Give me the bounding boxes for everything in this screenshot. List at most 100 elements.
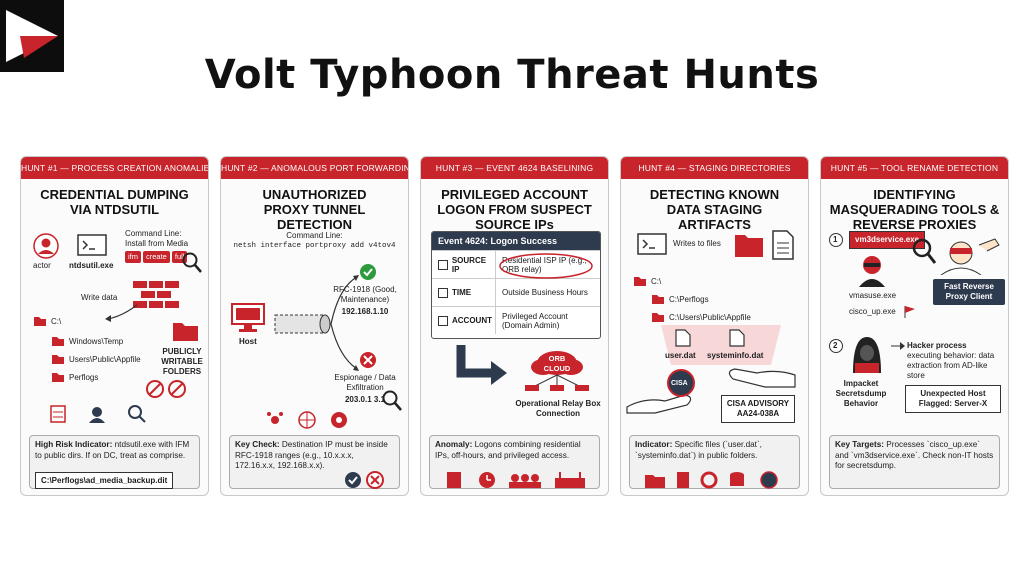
giving-hand-icon <box>728 368 796 388</box>
indicator-label: Indicator: <box>635 440 673 449</box>
magnifier-icon <box>912 238 937 264</box>
indicator-label: High Risk Indicator: <box>35 440 113 449</box>
hunt-2-header: HUNT #2 — ANOMALOUS PORT FORWARDING <box>221 157 408 179</box>
relay-label: Operational Relay Box Connection <box>515 399 601 418</box>
check-circle-icon <box>360 264 376 280</box>
orb-cloud-label: ORB CLOUD <box>543 354 571 373</box>
row-key: SOURCE IP <box>451 255 487 274</box>
cisa-badge: CISA <box>671 380 688 387</box>
hunt-2-panel: HUNT #2 — ANOMALOUS PORT FORWARDING UNAU… <box>220 156 409 496</box>
step-1-badge <box>829 233 843 247</box>
hunt-1-panel: HUNT #1 — PROCESS CREATION ANOMALIES CRE… <box>20 156 209 496</box>
hunt-1-header: HUNT #1 — PROCESS CREATION ANOMALIES <box>21 157 208 179</box>
cisa-advisory: CISA ADVISORY AA24-038A <box>721 395 795 423</box>
drive-folder-icon <box>634 277 646 286</box>
folder-3: Perflogs <box>69 373 99 382</box>
row-key: ACCOUNT <box>452 316 492 325</box>
step-2-number: 2 <box>833 341 838 350</box>
exe-2: cisco_up.exe <box>849 307 896 316</box>
hunt-2-keycheck: Key Check: Destination IP must be inside… <box>229 435 400 489</box>
tag-create: create <box>143 251 170 263</box>
actor-label: actor <box>33 261 51 270</box>
hunt-1-title: CREDENTIAL DUMPING VIA NTDSUTIL <box>40 187 189 217</box>
event-row: SOURCE IP Residential ISP IP (e.g., ORB … <box>432 250 600 279</box>
file-user-dat: user.dat <box>665 351 696 360</box>
highlight-ellipse-icon <box>499 252 593 279</box>
event-title: Event 4624: Logon Success <box>432 232 600 250</box>
host-label: Host <box>239 337 257 346</box>
monitor-icon <box>231 303 265 332</box>
anomaly-text: Logons combining residential IPs, off-ho… <box>435 440 581 460</box>
anomaly-label: Anomaly: <box>435 440 473 449</box>
hunt-4-header: HUNT #4 — STAGING DIRECTORIES <box>621 157 808 179</box>
terminal-icon <box>637 233 667 255</box>
brick-wall-icon <box>133 281 179 308</box>
folder-file-icon <box>735 230 794 260</box>
hunt-5-title: IDENTIFYING MASQUERADING TOOLS & REVERSE… <box>829 187 1000 232</box>
hunt-5-panel: HUNT #5 — TOOL RENAME DETECTION IDENTIFY… <box>820 156 1009 496</box>
brand-logo <box>0 0 64 72</box>
step-1-number: 1 <box>833 235 838 244</box>
actor-icon <box>33 233 59 259</box>
event-row: TIME Outside Business Hours <box>432 278 600 306</box>
folder-icon <box>652 295 664 304</box>
hooded-hacker-icon <box>853 337 881 373</box>
exe-1: vmasuse.exe <box>849 291 897 300</box>
unexpected-host-badge: Unexpected Host Flagged: Server-X <box>905 385 1001 413</box>
indicator-text: Specific files (`user.dat`, `systeminfo.… <box>635 440 762 460</box>
file-icon <box>729 329 745 347</box>
reverse-proxy-label: Fast Reverse Proxy Client <box>933 279 1005 305</box>
highlight-glow <box>661 325 781 365</box>
row-key: TIME <box>452 288 472 297</box>
flow-arrow-icon <box>456 345 507 385</box>
folder-icon <box>52 355 64 364</box>
hunt-2-title: UNAUTHORIZED PROXY TUNNEL DETECTION <box>262 187 367 232</box>
checkbox-icon <box>438 315 448 326</box>
hunt-3-title: PRIVILEGED ACCOUNT LOGON FROM SUSPECT SO… <box>437 187 592 232</box>
folder-icon <box>652 313 664 322</box>
magnifier-icon <box>382 390 402 411</box>
indicator-text: ntdsutil.exe with IFM to public dirs. If… <box>35 440 190 460</box>
hacker-label: Hacker process <box>907 341 967 350</box>
status-icons-row <box>447 472 585 488</box>
folder-2: Users\Public\Appfile <box>69 355 141 364</box>
public-folders-label: PUBLICLY WRITABLE FOLDERS <box>161 347 203 376</box>
dit-path: C:\Perflogs\ad_media_backup.dit <box>35 472 174 489</box>
folder-1: C:\Perflogs <box>669 295 709 304</box>
good-label: RFC-1918 (Good, Maintenance) <box>333 285 397 304</box>
bad-label: Espionage / Data Exfiltration <box>334 373 396 392</box>
cmd-label: Command Line: <box>286 231 343 240</box>
terminal-icon <box>77 234 107 256</box>
hand-cisa-icon <box>626 369 695 414</box>
tool-icons-row <box>50 405 146 423</box>
checkbox-icon <box>438 259 448 270</box>
orb-cloud-icon <box>525 351 589 391</box>
keycheck-text: Destination IP must be inside RFC-1918 r… <box>235 440 388 470</box>
drive-folder-icon <box>34 317 46 326</box>
check-x-icons <box>345 471 384 489</box>
hunt-5-header: HUNT #5 — TOOL RENAME DETECTION <box>821 157 1008 179</box>
page-title: Volt Typhoon Threat Hunts <box>204 52 820 98</box>
cmd-value: Install from Media <box>125 239 189 248</box>
prohibited-icon <box>146 380 186 398</box>
open-folder-icon <box>173 323 198 341</box>
hunt-4-panel: HUNT #4 — STAGING DIRECTORIES DETECTING … <box>620 156 809 496</box>
hacker-icon <box>859 256 885 287</box>
keycheck-label: Key Check: <box>235 440 280 449</box>
file-systeminfo-dat: systeminfo.dat <box>707 351 764 360</box>
row-value: Privileged Account (Domain Admin) <box>502 311 568 330</box>
hacker-text: executing behavior: data extraction from… <box>907 351 995 380</box>
write-data-label: Write data <box>81 293 118 302</box>
row-value-text: Residential ISP IP (e.g., ORB relay) <box>502 255 587 274</box>
targets-text: Processes `cisco_up.exe` and `vm3dservic… <box>835 440 994 470</box>
arrow-icon <box>105 304 138 322</box>
writes-label: Writes to files <box>673 239 721 248</box>
targets-label: Key Targets: <box>835 440 884 449</box>
file-icon <box>675 329 691 347</box>
tunnel-diagram <box>274 275 359 371</box>
folder-2: C:\Users\Public\Appfile <box>669 313 751 322</box>
impacket-label: Impacket Secretsdump Behavior <box>835 379 887 408</box>
bad-ip: 203.0.1 3.1 <box>344 395 386 404</box>
hunt-5-targets: Key Targets: Processes `cisco_up.exe` an… <box>829 435 1000 489</box>
